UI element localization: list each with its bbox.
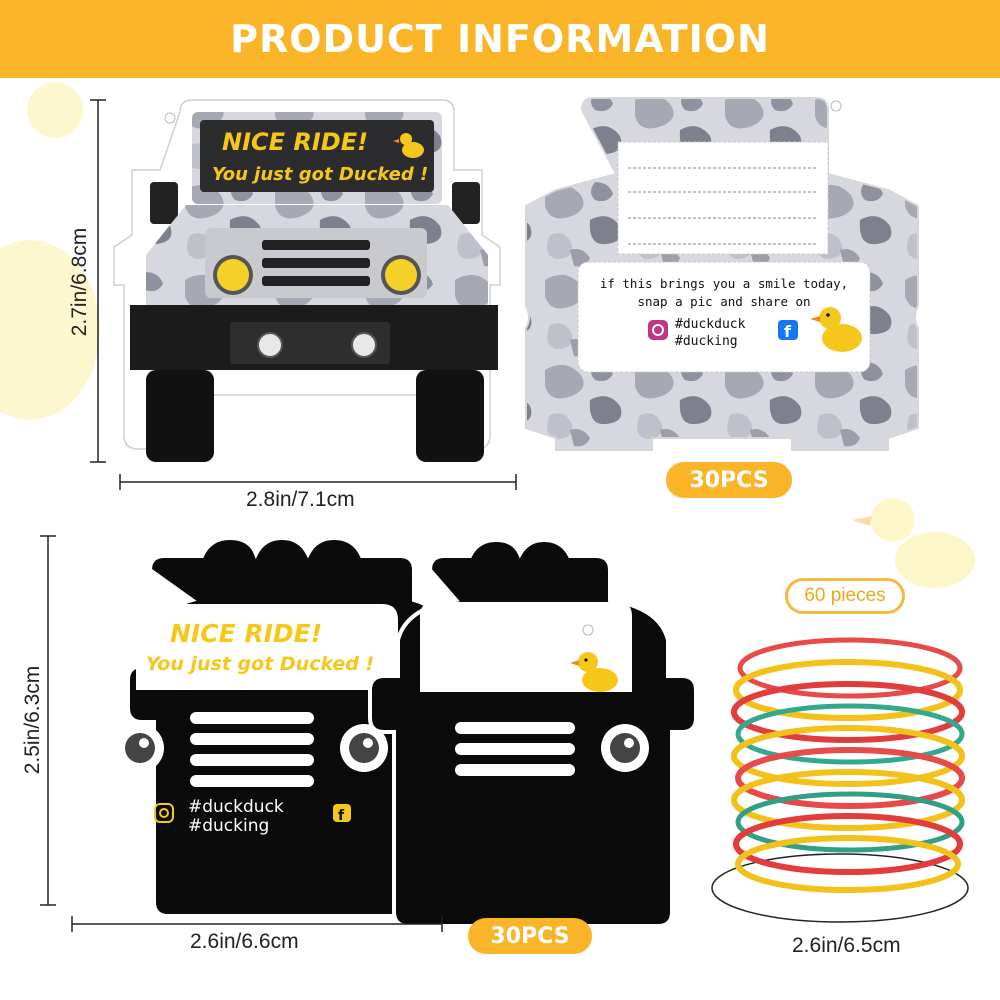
background-duck-right [852,498,975,588]
card-black-jeep-front: f [116,535,480,918]
rubber-bands-bundle [711,637,969,923]
instagram-icon [648,320,668,340]
card2-message-line1: if this brings you a smile today, [600,276,848,291]
card1-height-label: 2.7in/6.8cm [68,227,91,337]
dimension-line-card3-height [40,535,56,906]
card2-hashtag1: #duckduck [675,317,746,332]
card3-hashtag2: #ducking [188,816,269,836]
card-camo-jeep-back: f [525,97,919,451]
card3-count-badge: 30PCS [468,918,592,954]
card1-subline: You just got Ducked ! [212,164,428,185]
svg-text:f: f [784,322,792,341]
facebook-icon: f [333,804,351,824]
card2-count-badge: 30PCS [666,462,792,498]
dimension-line-card3-width [71,916,443,932]
card-camo-jeep-front [113,99,501,462]
card2-message-line2: snap a pic and share on [637,294,810,309]
instagram-icon [154,803,174,823]
bands-width-label: 2.6in/6.5cm [792,934,901,957]
card2-hashtag2: #ducking [675,334,738,349]
card3-hashtag1: #duckduck [188,797,284,817]
dimension-line-card1-width [119,474,517,490]
rubber-duck-icon [810,307,862,352]
background-duck-left [0,82,100,420]
rubber-duck-icon [570,652,618,692]
duck-icon [393,133,424,158]
dimension-line-card1-height [90,99,106,463]
header-banner: PRODUCT INFORMATION [0,0,1000,78]
card3-width-label: 2.6in/6.6cm [190,930,299,953]
banner-title: PRODUCT INFORMATION [230,17,770,61]
card3-subline: You just got Ducked ! [146,653,374,675]
bands-count-badge: 60 pieces [785,578,905,614]
svg-text:f: f [338,808,345,824]
card-black-jeep-back [368,537,698,928]
card1-headline: NICE RIDE! [222,128,368,156]
card1-width-label: 2.8in/7.1cm [246,488,355,511]
facebook-icon: f [778,320,798,341]
card3-headline: NICE RIDE! [170,619,322,648]
card3-height-label: 2.5in/6.3cm [21,665,44,775]
